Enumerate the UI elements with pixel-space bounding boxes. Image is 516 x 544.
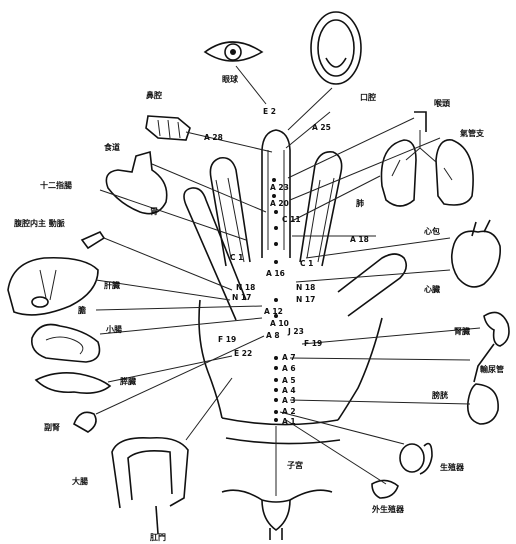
point-E22: E 22 [234,349,252,358]
point-N17-right: N 17 [296,295,315,304]
reproductive-illustration [400,444,432,474]
point-A10: A 10 [270,319,289,328]
point-A5: A 5 [282,376,296,385]
label-mouth: 口腔 [360,92,376,102]
point-E2: E 2 [263,107,276,116]
index-finger [210,158,250,266]
label-abdominal-aorta: 腹腔内主 動脈 [13,218,65,228]
point-C1-left: C 1 [230,253,243,262]
organ-labels: 眼球 口腔 鼻腔 喉頭 氣管支 食道 十二指腸 胃 肺 心包 心臓 腹腔内主 動… [13,74,504,542]
wrist-line [222,418,338,425]
label-pancreas: 膵臓 [120,376,136,386]
point-A25: A 25 [312,123,331,132]
label-lung: 肺 [356,198,364,208]
label-pericardium: 心包 [424,226,440,236]
point-N18-right: N 18 [296,283,315,292]
point-A18: A 18 [350,235,369,244]
point-A2: A 2 [282,407,296,416]
mouth-illustration [311,12,361,84]
point-A12: A 12 [264,307,283,316]
point-C11: C 11 [282,215,301,224]
stomach-illustration [106,152,166,214]
point-A20: A 20 [270,199,289,208]
point-A7: A 7 [282,353,296,362]
label-small-intestine: 小腸 [105,324,122,334]
point-A23: A 23 [270,183,289,192]
label-external-genitals: 外生殖器 [372,504,405,514]
point-N18-left: N 18 [236,283,255,292]
label-gallbladder: 膽 [77,305,86,315]
bladder-illustration [468,384,498,424]
acupoint-dots [272,178,278,422]
label-duodenum: 十二指腸 [40,180,72,190]
pancreas-illustration [36,373,110,393]
point-A28: A 28 [204,133,223,142]
label-liver: 肝臓 [104,280,120,290]
label-adrenal: 副腎 [44,422,60,432]
adrenal-illustration [74,412,96,432]
point-A1: A 1 [282,417,296,426]
point-A8: A 8 [266,331,280,340]
label-uterus: 子宮 [287,460,303,470]
uterus-illustration [222,490,332,540]
little-finger [338,254,406,316]
palm-right-edge [338,318,382,420]
label-bladder: 膀胱 [431,390,448,400]
point-N17-left: N 17 [232,293,251,302]
small-intestine-illustration [32,325,100,363]
large-intestine-illustration [112,438,188,534]
point-C1-right: C 1 [300,259,313,268]
point-A3: A 3 [282,396,296,405]
label-large-intestine: 大腸 [72,476,88,486]
leader-lines [96,66,480,496]
label-nasal-cavity: 鼻腔 [146,90,162,100]
label-bronchus: 氣管支 [460,128,485,138]
label-heart: 心臓 [424,284,440,294]
point-A6: A 6 [282,364,296,373]
point-A4: A 4 [282,386,296,395]
middle-finger [262,130,290,258]
point-F19-right: F 19 [304,339,322,348]
label-reproductive: 生殖器 [440,462,465,472]
lung-illustration [381,112,473,206]
point-F19-left: F 19 [218,335,236,344]
label-stomach: 胃 [150,207,158,216]
label-throat: 喉頭 [434,98,451,108]
wrist-line-2 [226,438,340,444]
heart-illustration [452,220,500,287]
label-kidney: 腎臓 [454,326,470,336]
label-esophagus: 食道 [104,142,120,152]
eye-illustration [205,42,262,61]
nasal-cavity-illustration [146,116,190,140]
aorta-illustration [82,232,104,248]
point-A16: A 16 [266,269,285,278]
point-labels: E 2 A 28 A 25 A 23 A 20 C 11 A 18 C 1 C … [204,107,369,426]
label-ureter: 輸尿管 [480,364,504,374]
label-eyeball: 眼球 [222,74,239,84]
point-J23: J 23 [287,327,304,336]
label-anus: 肛門 [150,533,166,542]
